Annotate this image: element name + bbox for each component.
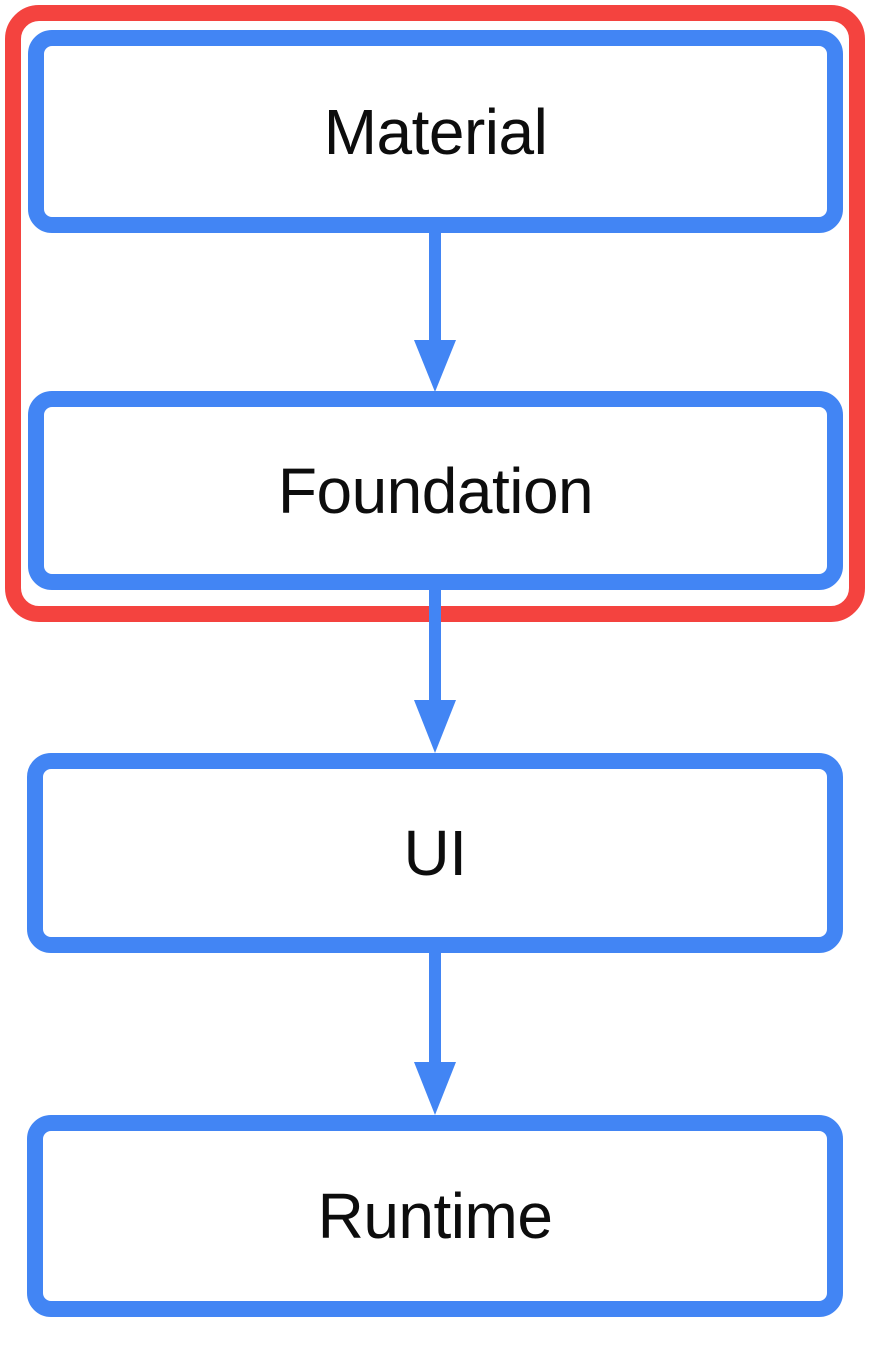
arrow-ui-to-runtime — [414, 945, 456, 1115]
node-box-ui[interactable] — [27, 753, 843, 953]
arrow-foundation-to-ui — [414, 582, 456, 753]
arrow-material-to-foundation — [414, 225, 456, 392]
node-box-runtime[interactable] — [27, 1115, 843, 1317]
node-box-material[interactable] — [28, 30, 843, 233]
node-box-foundation[interactable] — [28, 391, 843, 590]
